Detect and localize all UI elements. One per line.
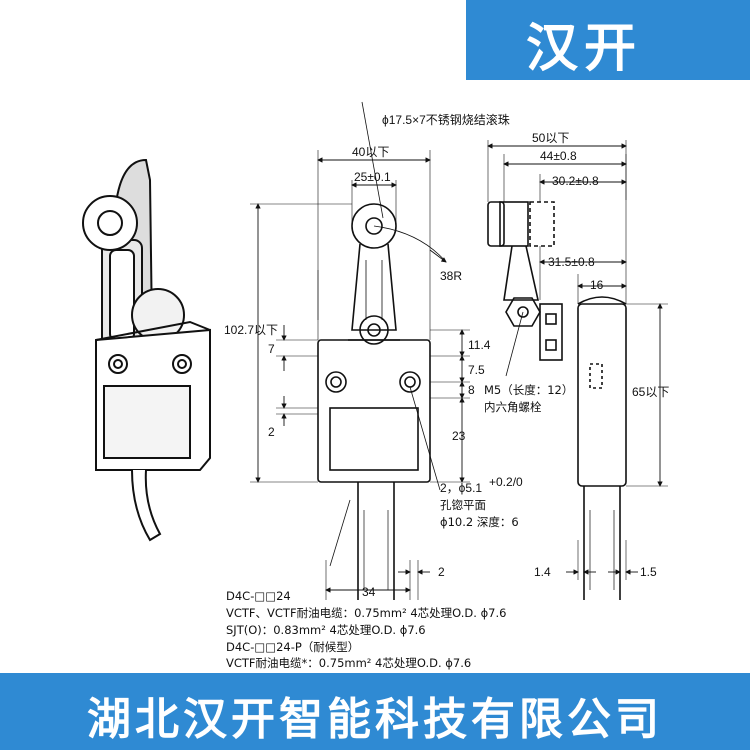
dim-65: 65以下 bbox=[632, 385, 669, 399]
note-line: VCTF耐油电缆*：0.75mm² 4芯处理O.D. ϕ7.6 bbox=[226, 656, 471, 670]
dim-8: 8 bbox=[468, 383, 475, 397]
model-notes: D4C-□□24 VCTF、VCTF耐油电缆：0.75mm² 4芯处理O.D. … bbox=[226, 589, 506, 670]
dim-30-2: 30.2±0.8 bbox=[552, 174, 599, 188]
screw-callout-line1: M5（长度：12） bbox=[484, 383, 573, 397]
side-view bbox=[487, 201, 627, 600]
side-view-dimension-lines bbox=[487, 140, 668, 580]
dim-2-bottom: 2 bbox=[438, 565, 445, 579]
note-line: SJT(O)：0.83mm² 4芯处理O.D. ϕ7.6 bbox=[226, 623, 426, 637]
dim-25: 25±0.1 bbox=[354, 170, 391, 184]
hole-callout-line1: 2，ϕ5.1 bbox=[440, 481, 482, 495]
company-footer: 湖北汉开智能科技有限公司 bbox=[0, 673, 750, 750]
dim-2-left: 2 bbox=[268, 425, 275, 439]
note-line: D4C-□□24 bbox=[226, 589, 291, 603]
hole-callout-line2: 孔锪平面 bbox=[440, 498, 486, 512]
hole-callout-line3: ϕ10.2 深度：6 bbox=[440, 515, 519, 529]
dim-1-5: 1.5 bbox=[640, 565, 657, 579]
dim-31-5: 31.5±0.8 bbox=[548, 255, 595, 269]
dim-50: 50以下 bbox=[532, 131, 569, 145]
hole-callout: 2，ϕ5.1 +0.2/0 孔锪平面 ϕ10.2 深度：6 bbox=[440, 475, 523, 529]
brand-tab-text: 汉开 bbox=[526, 19, 643, 79]
dim-102-7: 102.7以下 bbox=[224, 323, 278, 337]
front-view-dimension-lines bbox=[250, 101, 470, 600]
note-line: VCTF、VCTF耐油电缆：0.75mm² 4芯处理O.D. ϕ7.6 bbox=[226, 606, 506, 620]
dim-16: 16 bbox=[590, 278, 604, 292]
company-name: 湖北汉开智能科技有限公司 bbox=[87, 694, 663, 745]
dim-34: 34 bbox=[362, 585, 376, 599]
dim-11-4: 11.4 bbox=[468, 338, 491, 352]
dim-40: 40以下 bbox=[352, 145, 389, 159]
dim-1-4: 1.4 bbox=[534, 565, 551, 579]
product-illustration bbox=[82, 158, 211, 542]
dim-7-5: 7.5 bbox=[468, 363, 485, 377]
roller-callout: ϕ17.5×7不锈钢烧结滚珠 bbox=[382, 112, 510, 127]
screw-callout-line2: 内六角螺栓 bbox=[484, 400, 542, 414]
dim-44: 44±0.8 bbox=[540, 149, 577, 163]
dim-7: 7 bbox=[268, 342, 275, 356]
note-line: D4C-□□24-P（耐候型） bbox=[226, 640, 359, 654]
radius-callout: 38R bbox=[440, 269, 462, 283]
hole-callout-tolerance: +0.2/0 bbox=[489, 475, 523, 489]
front-view bbox=[317, 203, 431, 600]
brand-tab: 汉开 bbox=[466, 0, 750, 80]
dim-23: 23 bbox=[452, 429, 466, 443]
